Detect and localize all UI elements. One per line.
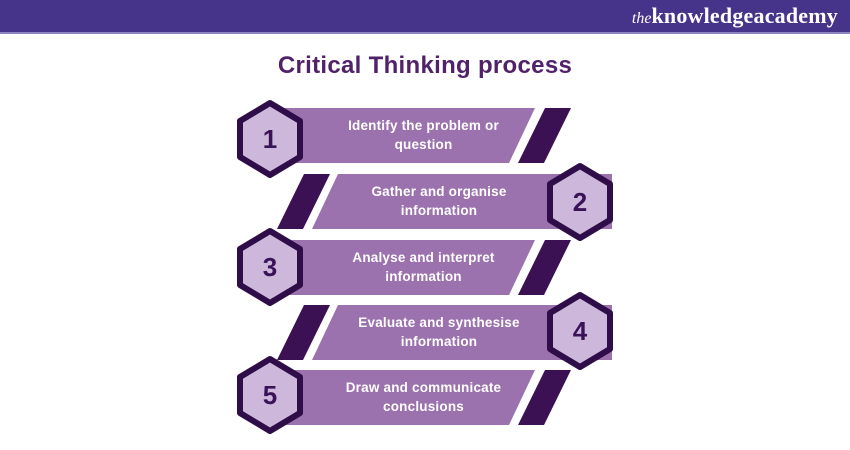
header-bar: theknowledgeacademy	[0, 0, 850, 34]
step-hexagon-5: 5	[234, 355, 306, 435]
step-hexagon-2: 2	[544, 162, 616, 242]
step-banner-5: Draw and communicate conclusions	[280, 370, 535, 425]
step-label-2: Gather and organise information	[371, 183, 507, 218]
step-hexagon-4: 4	[544, 291, 616, 371]
step-label-3: Analyse and interpret information	[352, 249, 495, 284]
step-label-5: Draw and communicate conclusions	[345, 379, 502, 414]
step-number-5: 5	[262, 379, 278, 410]
page-title: Critical Thinking process	[277, 52, 573, 79]
hexagon-icon	[547, 292, 613, 370]
hexagon-icon	[237, 356, 303, 434]
hexagon-icon	[547, 163, 613, 241]
step-number-3: 3	[262, 251, 278, 282]
brand-logo: theknowledgeacademy	[632, 5, 838, 27]
step-number-2: 2	[572, 186, 588, 217]
logo-the: the	[631, 10, 652, 27]
step-banner-3: Analyse and interpret information	[280, 240, 535, 295]
step-hexagon-3: 3	[234, 227, 306, 307]
step-number-1: 1	[262, 123, 278, 154]
hexagon-icon	[237, 100, 303, 178]
logo-academy: academy	[753, 3, 838, 28]
step-number-4: 4	[572, 315, 588, 346]
step-label-4: Evaluate and synthesise information	[358, 314, 520, 349]
step-hexagon-1: 1	[234, 99, 306, 179]
logo-knowledge: knowledge	[651, 3, 754, 28]
step-banner-1: Identify the problem or question	[280, 108, 535, 163]
step-label-1: Identify the problem or question	[348, 117, 499, 152]
hexagon-icon	[237, 228, 303, 306]
